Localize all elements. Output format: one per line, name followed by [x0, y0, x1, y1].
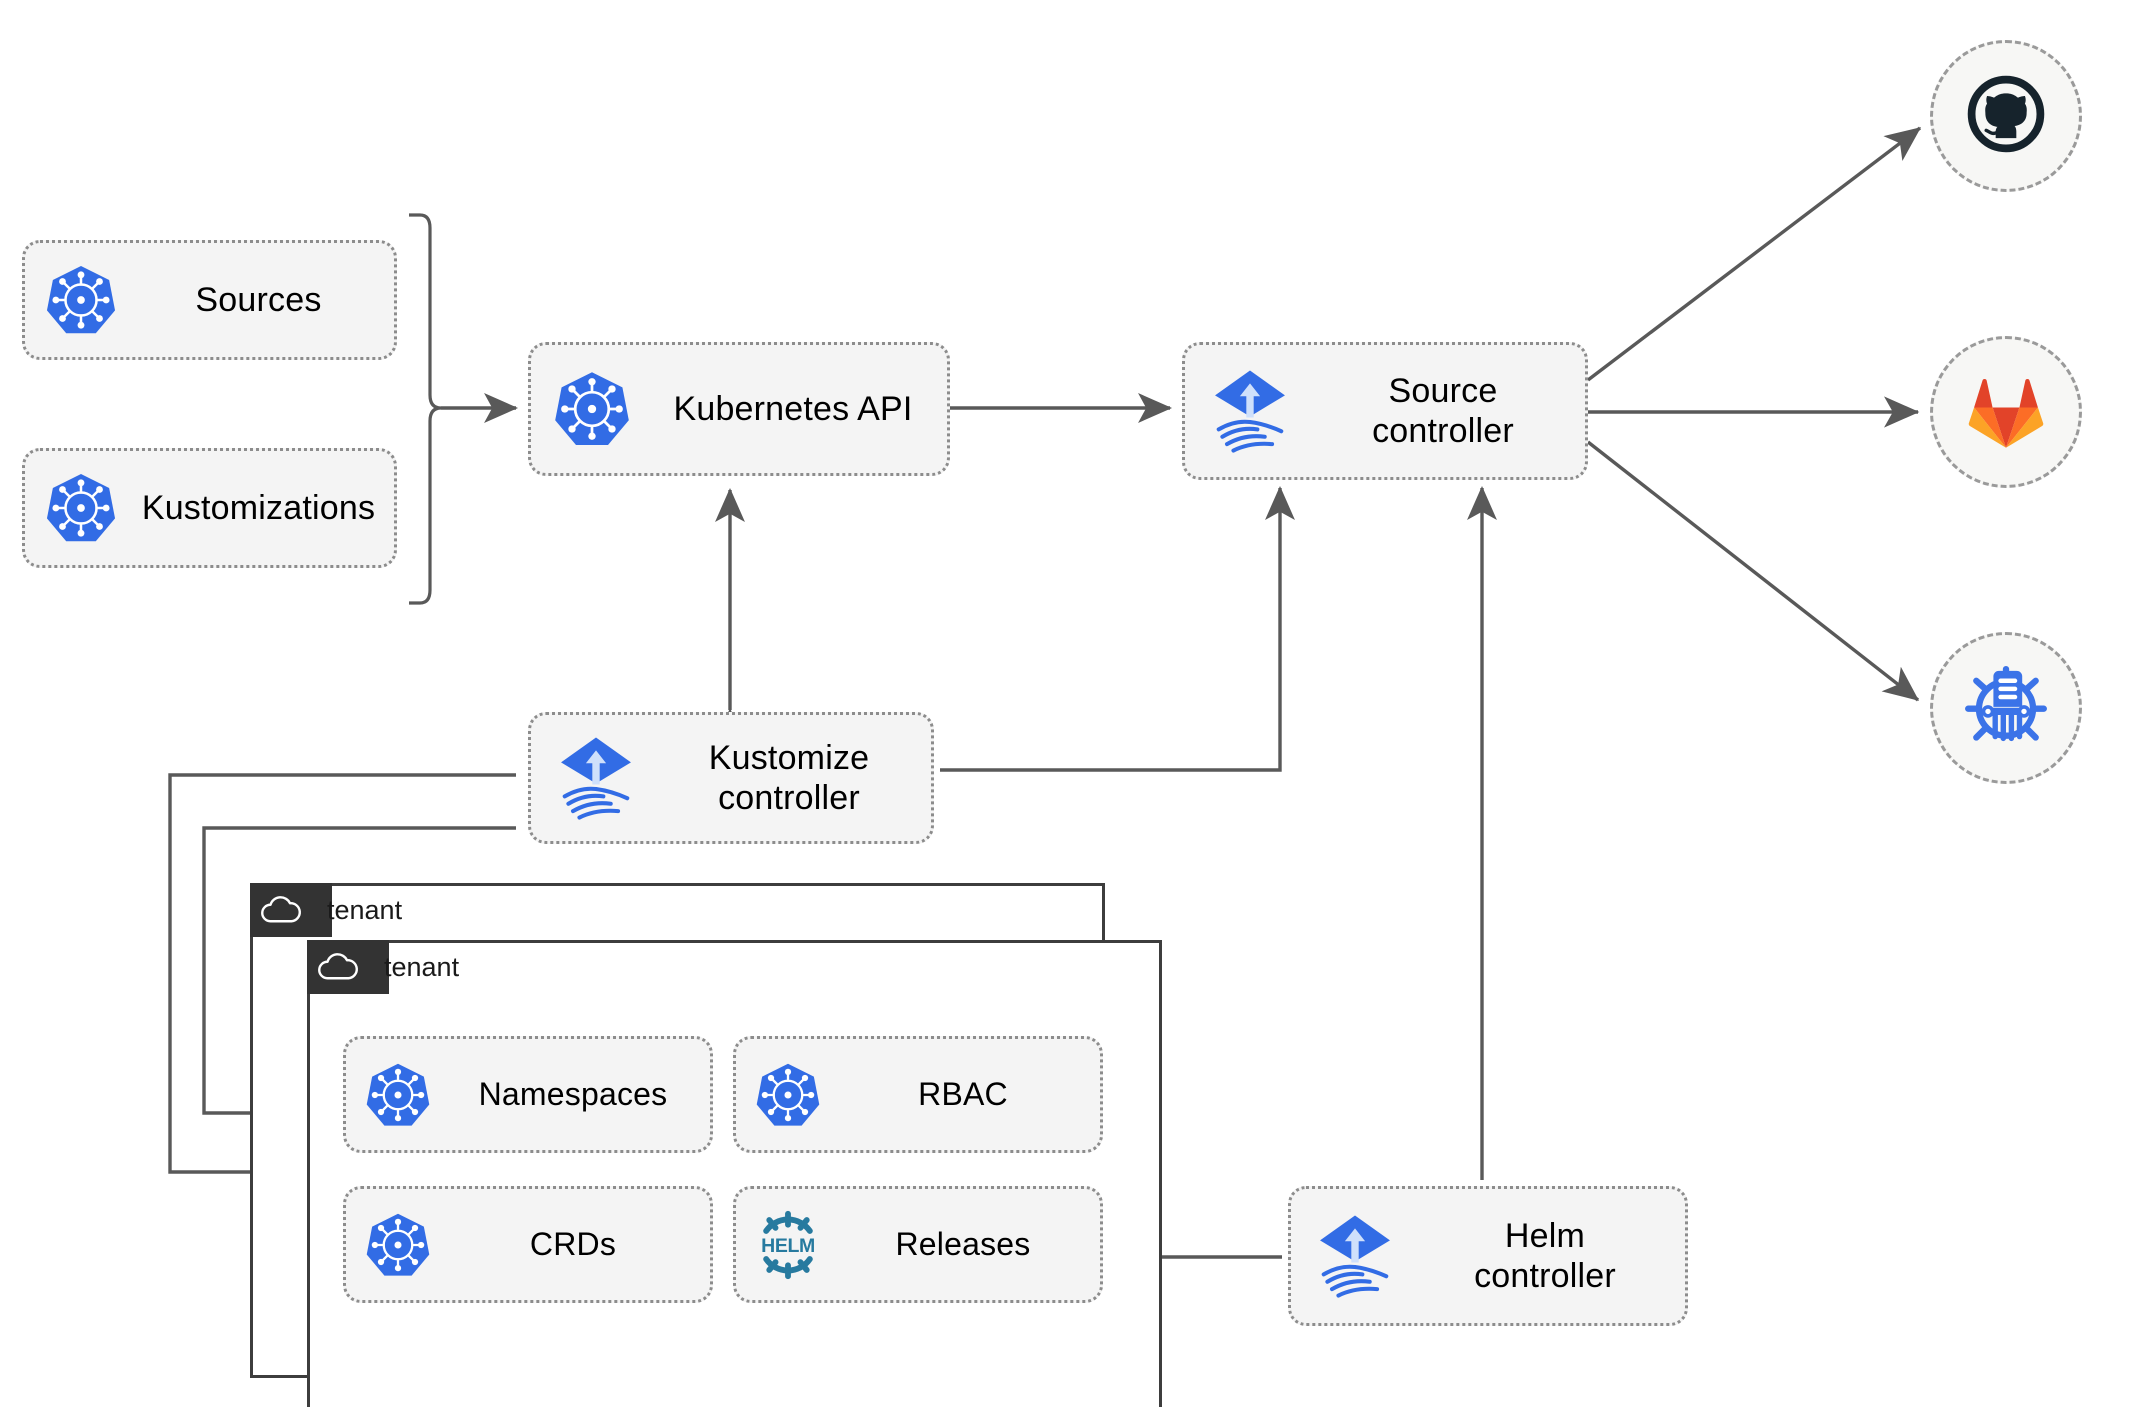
- tenant-resource-label-releases: Releases: [895, 1225, 1031, 1262]
- kubernetes-icon: [346, 1061, 450, 1129]
- tenant-resource-label-namespaces: Namespaces: [478, 1075, 668, 1112]
- flux-icon: [531, 732, 661, 824]
- node-label-kubernetes-api: Kubernetes API: [673, 389, 913, 428]
- github-icon: [1963, 71, 2049, 162]
- kubernetes-icon: [531, 369, 653, 449]
- resource-label-sources: Sources: [195, 280, 322, 319]
- node-source-controller[interactable]: Source controller: [1182, 342, 1588, 480]
- flux-icon: [1185, 365, 1315, 457]
- node-kubernetes-api[interactable]: Kubernetes API: [528, 342, 950, 476]
- tenant-tab-inner: [307, 940, 389, 994]
- edge-sourcectrl-github: [1586, 126, 1922, 382]
- gitlab-icon: [1964, 370, 2048, 455]
- tenant-label-outer: tenant: [327, 894, 403, 925]
- node-label-kustomize-controller: Kustomize controller: [708, 738, 870, 817]
- tenant-resource-label-rbac: RBAC: [918, 1075, 1008, 1112]
- resource-label-kustomizations: Kustomizations: [141, 488, 376, 527]
- tenant-tab-outer: [250, 883, 332, 937]
- tenant-container-inner[interactable]: tenant: [307, 940, 1162, 1407]
- kubernetes-icon: [25, 263, 137, 337]
- svg-text:HELM: HELM: [761, 1235, 815, 1257]
- kubernetes-icon: [25, 471, 137, 545]
- node-label-source-controller: Source controller: [1372, 371, 1514, 450]
- edge-kustomizectrl-sourcectrl: [940, 485, 1295, 772]
- cloud-icon: [317, 952, 359, 982]
- tenant-resource-crds[interactable]: CRDs: [343, 1186, 713, 1303]
- cloud-icon: [260, 895, 302, 925]
- node-helm-controller[interactable]: Helm controller: [1288, 1186, 1688, 1326]
- edge-sourcectrl-bucket: [1586, 440, 1920, 702]
- tenant-label-inner: tenant: [384, 951, 460, 982]
- node-kustomize-controller[interactable]: Kustomize controller: [528, 712, 934, 844]
- tenant-resource-releases[interactable]: HELM Releases: [733, 1186, 1103, 1303]
- kubernetes-icon: [736, 1061, 840, 1129]
- node-label-helm-controller: Helm controller: [1474, 1216, 1616, 1295]
- provider-bucket[interactable]: [1930, 632, 2082, 784]
- helm-icon: HELM: [736, 1206, 840, 1284]
- bucket-icon: [1961, 661, 2051, 756]
- tenant-resource-namespaces[interactable]: Namespaces: [343, 1036, 713, 1153]
- tenant-resource-rbac[interactable]: RBAC: [733, 1036, 1103, 1153]
- provider-gitlab[interactable]: [1930, 336, 2082, 488]
- provider-github[interactable]: [1930, 40, 2082, 192]
- resource-box-sources[interactable]: Sources: [22, 240, 397, 360]
- tenant-resource-label-crds: CRDs: [529, 1225, 617, 1262]
- kubernetes-icon: [346, 1211, 450, 1279]
- resource-box-kustomizations[interactable]: Kustomizations: [22, 448, 397, 568]
- edge-bracket: [409, 213, 442, 605]
- flux-icon: [1291, 1210, 1419, 1302]
